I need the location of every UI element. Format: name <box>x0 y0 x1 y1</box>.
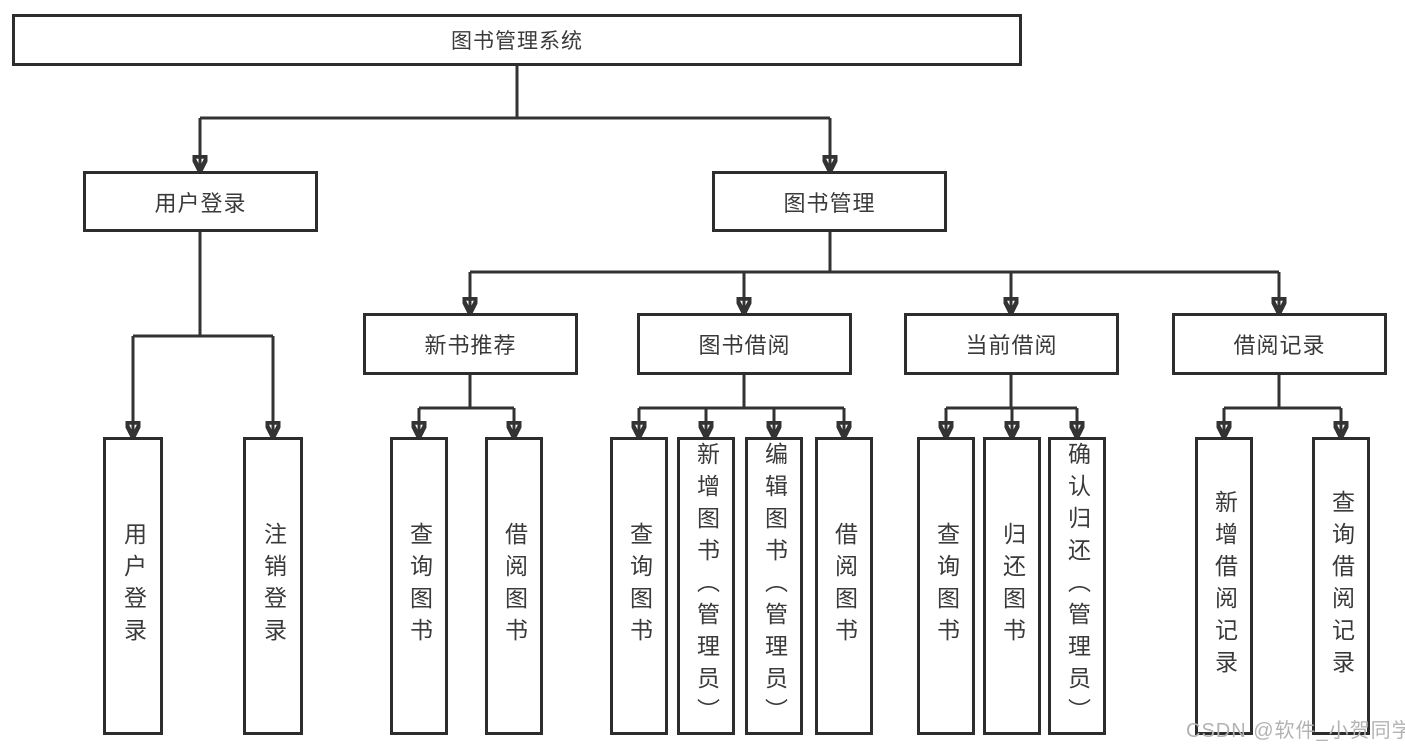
node-new-book-recommend: 新书推荐 <box>363 313 578 375</box>
leaf-logout: 注销登录 <box>243 437 303 735</box>
leaf-confirm-return-admin: 确认归还（管理员） <box>1048 437 1106 735</box>
leaf-edit-book-admin: 编辑图书（管理员） <box>745 437 803 735</box>
leaf-add-borrow-record: 新增借阅记录 <box>1195 437 1253 735</box>
leaf-query-books-3: 查询图书 <box>917 437 975 735</box>
node-book-management: 图书管理 <box>712 171 947 232</box>
leaf-user-login: 用户登录 <box>103 437 163 735</box>
leaf-query-books-1: 查询图书 <box>390 437 448 735</box>
node-borrow-records: 借阅记录 <box>1172 313 1387 375</box>
node-book-borrow: 图书借阅 <box>637 313 852 375</box>
leaf-query-books-2: 查询图书 <box>610 437 668 735</box>
leaf-query-borrow-record: 查询借阅记录 <box>1312 437 1370 735</box>
leaf-borrow-books-1: 借阅图书 <box>485 437 543 735</box>
node-current-borrow: 当前借阅 <box>904 313 1119 375</box>
node-user-login: 用户登录 <box>83 171 318 232</box>
watermark: CSDN @软件_小贺同学 <box>1186 720 1405 742</box>
leaf-return-book: 归还图书 <box>983 437 1041 735</box>
leaf-borrow-books-2: 借阅图书 <box>815 437 873 735</box>
node-library-system: 图书管理系统 <box>12 14 1022 66</box>
leaf-add-book-admin: 新增图书（管理员） <box>677 437 735 735</box>
